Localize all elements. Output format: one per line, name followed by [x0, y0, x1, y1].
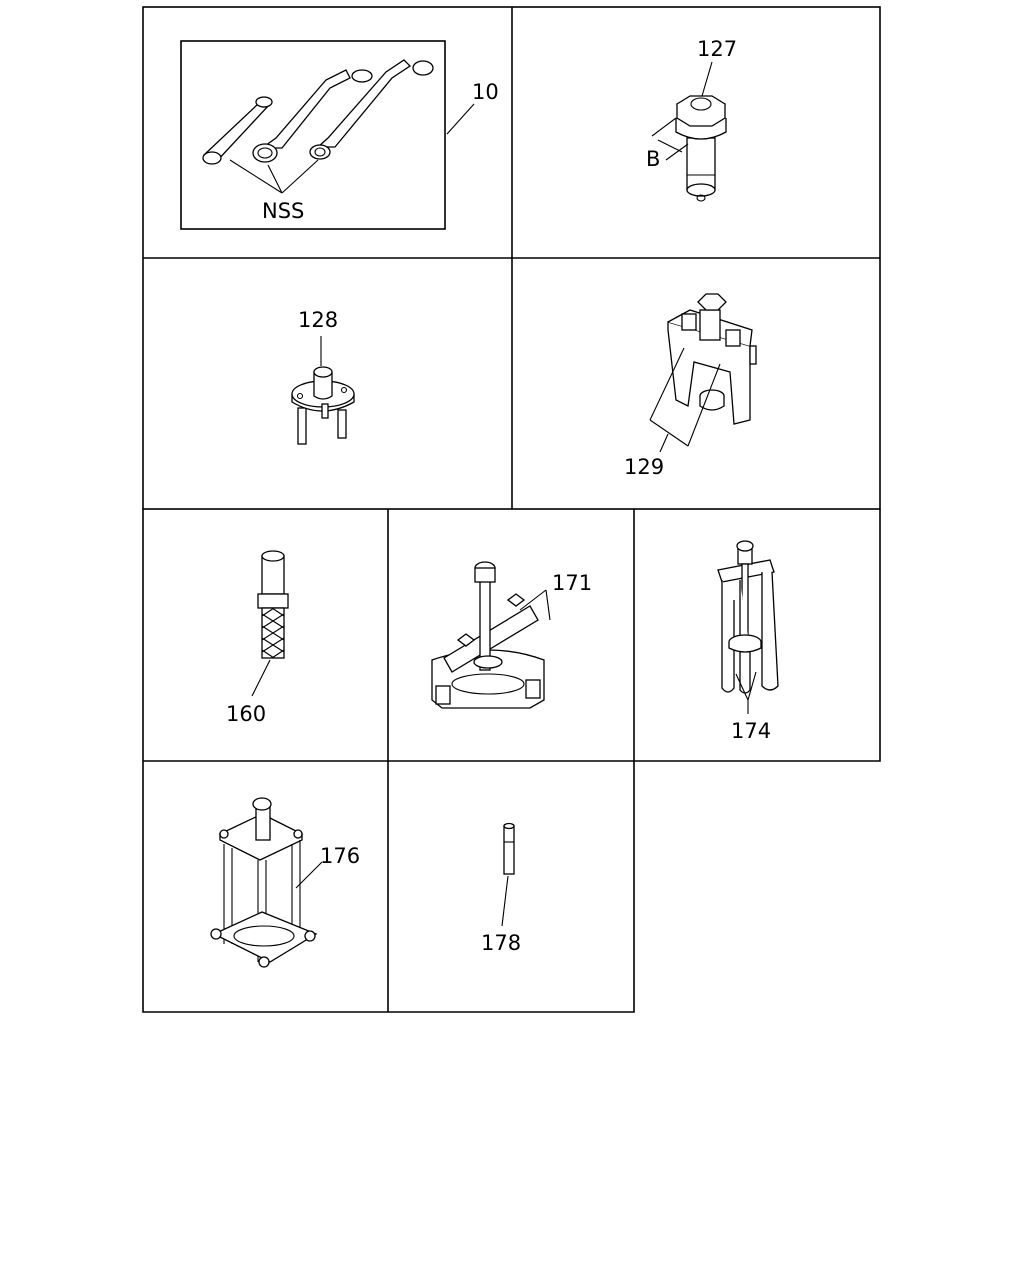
callout-174: 174	[731, 719, 771, 743]
panel-separator-puller: 171	[431, 561, 592, 709]
nss-label: NSS	[262, 199, 304, 223]
panel-jaw-puller: 174	[717, 540, 779, 743]
dimension-b-label: B	[646, 147, 660, 171]
jaw-puller-drawing	[717, 540, 779, 694]
callout-171: 171	[552, 571, 592, 595]
callout-127: 127	[697, 37, 737, 61]
separator-puller-drawing	[431, 561, 545, 709]
flange-puller-drawing	[291, 366, 355, 445]
grid-frame	[142, 6, 881, 1013]
frame-tool-drawing	[210, 797, 318, 968]
panel-wrench-set: NSS 10	[180, 40, 499, 230]
callout-128: 128	[298, 308, 338, 332]
callout-129: 129	[624, 455, 664, 479]
callout-10: 10	[472, 80, 499, 104]
pin-drawing	[503, 822, 515, 875]
panel-installer: 160	[226, 550, 289, 726]
panel-socket-tool: B 127	[646, 37, 737, 202]
wrench-1-drawing	[202, 96, 273, 165]
panel-pin: 178	[481, 822, 521, 955]
bearing-puller-drawing	[667, 293, 757, 425]
panel-frame-tool: 176	[210, 797, 360, 968]
panel-flange-puller: 128	[291, 308, 355, 445]
wrench-2-drawing	[252, 69, 373, 163]
callout-176: 176	[320, 844, 360, 868]
wrench-set-box	[180, 40, 446, 230]
wrench-3-drawing	[309, 59, 434, 160]
callout-160: 160	[226, 702, 266, 726]
callout-178: 178	[481, 931, 521, 955]
socket-tool-drawing	[675, 95, 727, 202]
installer-drawing	[257, 550, 289, 659]
panel-bearing-puller: 129	[624, 293, 757, 479]
